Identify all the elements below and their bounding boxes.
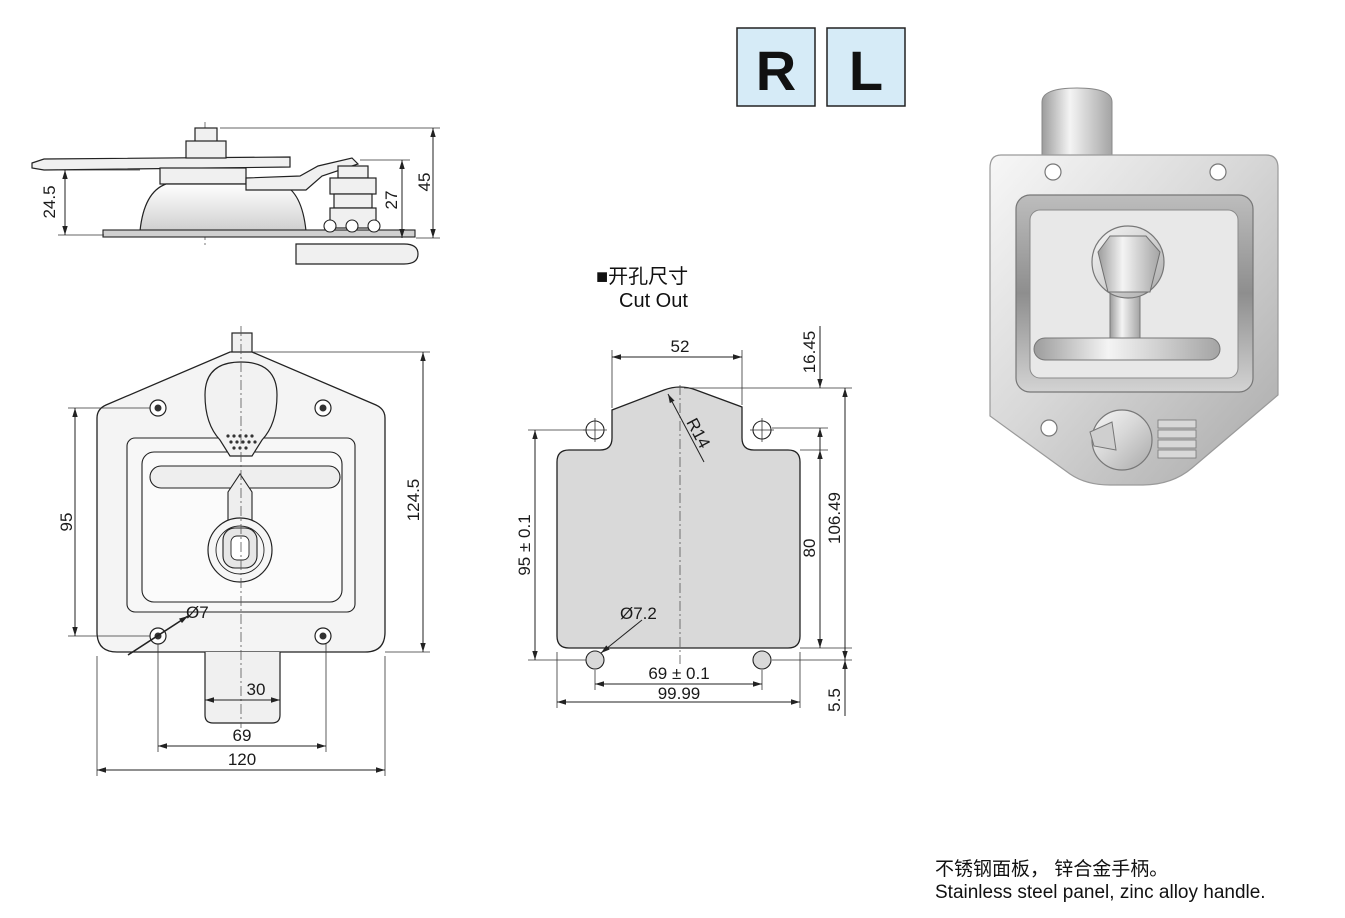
product-photo <box>989 87 1279 486</box>
dim-cutout-hole-diameter: Ø7.2 <box>620 604 657 623</box>
dim-front-total-width: 120 <box>228 750 256 769</box>
side-view-bracket <box>295 243 419 265</box>
side-view-nut <box>185 140 227 159</box>
dim-cutout-top-width: 52 <box>671 337 690 356</box>
cutout-holes <box>583 418 774 670</box>
dim-side-lock-height: 27 <box>382 191 401 210</box>
photo-mounting-holes <box>1040 163 1227 437</box>
side-view-lock-ring-2 <box>333 193 373 209</box>
leader-cutout-radius <box>667 393 705 463</box>
photo-handle-paddle <box>1097 235 1161 293</box>
side-view-nut-top <box>194 127 218 143</box>
side-view-latch-arm <box>245 157 360 191</box>
front-view-grip-dots <box>226 434 257 450</box>
photo-latch-tab <box>1041 87 1113 169</box>
front-view: 95 124.5 Ø7 30 69 120 <box>57 326 430 776</box>
badge-left: L <box>826 27 906 107</box>
dim-front-total-height: 124.5 <box>404 479 423 522</box>
dim-front-hole-horizontal: 69 <box>233 726 252 745</box>
leader-front-hole-diameter <box>127 615 189 656</box>
side-view-lock-ring-1 <box>329 177 377 195</box>
side-view: 24.5 27 45 <box>31 122 440 265</box>
leader-cutout-hole-diameter <box>600 619 643 654</box>
cutout-view: ■开孔尺寸 Cut Out 52 R14 16.45 95 ± 0.1 <box>515 265 852 716</box>
side-view-base-plate <box>102 229 416 238</box>
caption: 不锈钢面板， 锌合金手柄。 Stainless steel panel, zin… <box>935 858 1266 903</box>
cutout-title-cn: ■开孔尺寸 <box>596 265 688 288</box>
badge-right: R <box>736 27 816 107</box>
side-view-lock-cap <box>337 165 369 179</box>
photo-lock-ribs <box>1157 419 1197 459</box>
dim-front-hole-diameter: Ø7 <box>186 603 209 622</box>
dim-cutout-bottom-offset: 5.5 <box>825 688 844 712</box>
side-view-rivet <box>323 219 337 233</box>
dim-front-tab-width: 30 <box>247 680 266 699</box>
photo-lock-hook <box>1089 421 1117 451</box>
front-view-t-handle-stem <box>227 473 253 530</box>
caption-en: Stainless steel panel, zinc alloy handle… <box>935 882 1266 903</box>
dim-cutout-total-width: 99.99 <box>658 684 701 703</box>
side-view-washers <box>159 167 247 185</box>
badge-left-label: L <box>849 39 883 102</box>
front-view-teardrop-paddle <box>204 361 278 457</box>
dim-side-total-height: 45 <box>415 173 434 192</box>
front-view-bottom-tab <box>204 652 281 724</box>
cutout-shape <box>556 386 801 649</box>
variant-badges: R L <box>736 27 906 107</box>
side-view-rivet <box>367 219 381 233</box>
dim-side-body-height: 24.5 <box>40 185 59 218</box>
cutout-title-en: Cut Out <box>619 290 688 312</box>
dim-cutout-peak-offset: 16.45 <box>800 331 819 374</box>
dim-front-hole-vertical: 95 <box>57 513 76 532</box>
side-view-bowl <box>139 183 307 232</box>
side-view-rivet <box>345 219 359 233</box>
dim-cutout-hole-vertical: 95 ± 0.1 <box>515 514 534 575</box>
dim-cutout-body-height: 80 <box>800 539 819 558</box>
caption-cn: 不锈钢面板， 锌合金手柄。 <box>935 858 1168 880</box>
dim-cutout-hole-horizontal: 69 ± 0.1 <box>648 664 709 683</box>
dim-cutout-total-height: 106.49 <box>825 492 844 544</box>
side-view-lever <box>31 156 291 171</box>
photo-t-handle-bar <box>1033 337 1221 361</box>
badge-right-label: R <box>756 39 796 102</box>
